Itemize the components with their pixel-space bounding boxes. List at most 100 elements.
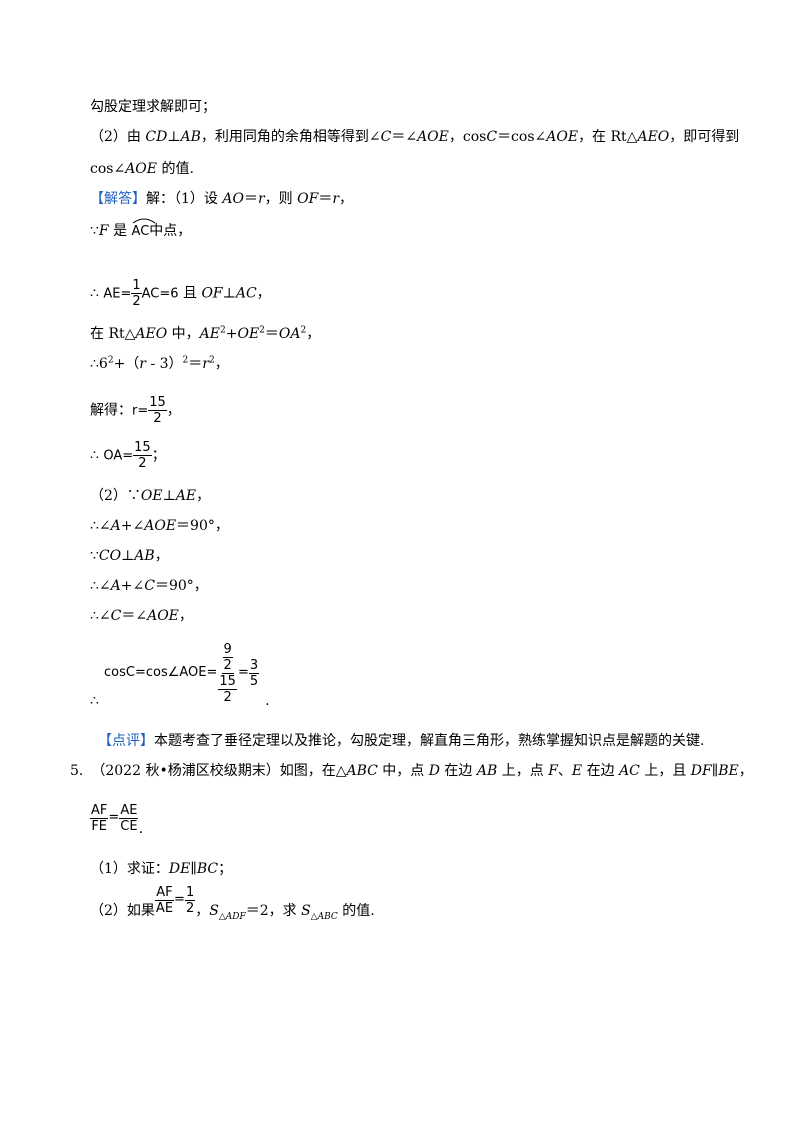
- text: +（: [113, 356, 140, 372]
- text-line: 【解答】解：（1）设 AO＝r，则 OF＝r，: [90, 190, 353, 208]
- math-var: BC: [196, 861, 219, 877]
- numerator: AF: [155, 884, 174, 901]
- arc-notation: AC: [132, 218, 155, 241]
- text: ∥: [190, 861, 197, 877]
- text: 中点，: [149, 223, 192, 239]
- text-line: ∵F 是 AC中点，: [90, 218, 192, 241]
- math-var: AOE: [144, 518, 177, 534]
- math-var: C: [144, 578, 155, 594]
- text: - 3）: [146, 356, 183, 372]
- text: .: [138, 821, 144, 837]
- text: ∴6: [90, 356, 108, 372]
- math-var: r: [139, 356, 146, 372]
- text: ＝∠: [391, 129, 418, 145]
- question-number: 5.: [70, 763, 84, 779]
- math-var: C: [380, 129, 392, 145]
- text-line: 5.（2022 秋•杨浦区校级期末）如图，在△ABC 中，点 D 在边 AB 上…: [70, 762, 753, 780]
- text: ，: [196, 488, 211, 504]
- text: ＝2，求: [245, 903, 302, 919]
- text: 中，点: [377, 763, 429, 779]
- math-var: AB: [134, 548, 155, 564]
- text-line: cos∠AOE 的值.: [90, 160, 194, 178]
- text: ，: [166, 402, 181, 419]
- text-line: ∴∠C＝∠AOE，: [90, 607, 193, 625]
- denominator: CE: [120, 818, 138, 834]
- math-var: OA: [278, 326, 301, 342]
- text: ⊥: [162, 488, 176, 504]
- numerator: 3: [248, 657, 260, 674]
- text-line: 【点评】本题考查了垂径定理以及推论，勾股定理，解直角三角形，熟练掌握知识点是解题…: [98, 732, 704, 750]
- text: ，则: [264, 191, 298, 207]
- text: ；: [218, 861, 233, 877]
- text-line: ∴: [90, 692, 99, 710]
- math-expr: r=: [132, 403, 149, 419]
- text: +∠: [120, 578, 145, 594]
- text: 解得：: [90, 402, 132, 419]
- math-var: AOE: [125, 161, 157, 177]
- text-group: ，S△ADF＝2，求 S△ABC 的值.: [195, 902, 374, 921]
- text: （1）求证：: [90, 861, 169, 877]
- text-line: （2）由 CD⊥AB，利用同角的余角相等得到∠C＝∠AOE，cosC＝cos∠A…: [90, 128, 739, 146]
- denominator: 2: [223, 689, 232, 705]
- denominator: FE: [91, 818, 108, 834]
- math-var: A: [110, 578, 121, 594]
- math-expr: =: [237, 665, 249, 680]
- math-var: S: [301, 903, 311, 919]
- text: 在 Rt△: [90, 326, 136, 342]
- denominator: AE: [155, 900, 174, 916]
- text: 在边: [439, 763, 477, 779]
- math-expr: =: [108, 810, 120, 825]
- superscript: 2: [208, 355, 215, 366]
- text: .: [265, 693, 270, 709]
- math-var: AE: [175, 488, 197, 504]
- text: 本题考查了垂径定理以及推论，勾股定理，解直角三角形，熟练掌握知识点是解题的关键.: [154, 733, 705, 749]
- text: ，利用同角的余角相等得到∠: [200, 129, 381, 145]
- text: 上，点: [497, 763, 549, 779]
- math-var: AOE: [147, 608, 179, 624]
- superscript: 2: [107, 355, 114, 366]
- text: ＝: [243, 191, 258, 207]
- text: ∵: [90, 548, 99, 564]
- text: ∴∠: [90, 578, 111, 594]
- math-var: AEO: [637, 129, 670, 145]
- text: 勾股定理求解即可；: [90, 99, 216, 115]
- math-var: S: [209, 903, 219, 919]
- text: ，: [178, 608, 193, 624]
- text: ＝: [264, 326, 279, 342]
- text: （2）如果: [90, 903, 155, 919]
- denominator: 5: [249, 673, 259, 689]
- text-line: 在 Rt△AEO 中，AE2+OE2＝OA2，: [90, 325, 320, 343]
- math-var: AEO: [135, 326, 168, 342]
- math-var: AO: [222, 191, 244, 207]
- denominator: 2: [153, 411, 162, 426]
- text-line: ∴62+（r - 3）2＝r2，: [90, 355, 229, 373]
- text: ，: [339, 191, 354, 207]
- text: 中，: [167, 326, 200, 342]
- text: ＝: [188, 356, 203, 372]
- math-var: CD: [145, 129, 168, 145]
- text: 的值.: [157, 161, 194, 177]
- math-var: r: [332, 191, 340, 207]
- denominator: 2: [138, 456, 147, 471]
- text: ⊥: [167, 129, 181, 145]
- superscript: 2: [259, 325, 265, 336]
- math-var: AB: [476, 763, 498, 779]
- superscript: 2: [182, 355, 189, 366]
- text-line: 勾股定理求解即可；: [90, 98, 216, 116]
- text: ∴∠: [90, 608, 111, 624]
- text-line: ∴∠A+∠C＝90°，: [90, 577, 208, 595]
- denominator: 2: [223, 657, 232, 673]
- math-var: ABC: [346, 763, 378, 779]
- text: ∴: [90, 447, 104, 464]
- text: ，: [738, 763, 753, 779]
- text: ⊥: [121, 548, 135, 564]
